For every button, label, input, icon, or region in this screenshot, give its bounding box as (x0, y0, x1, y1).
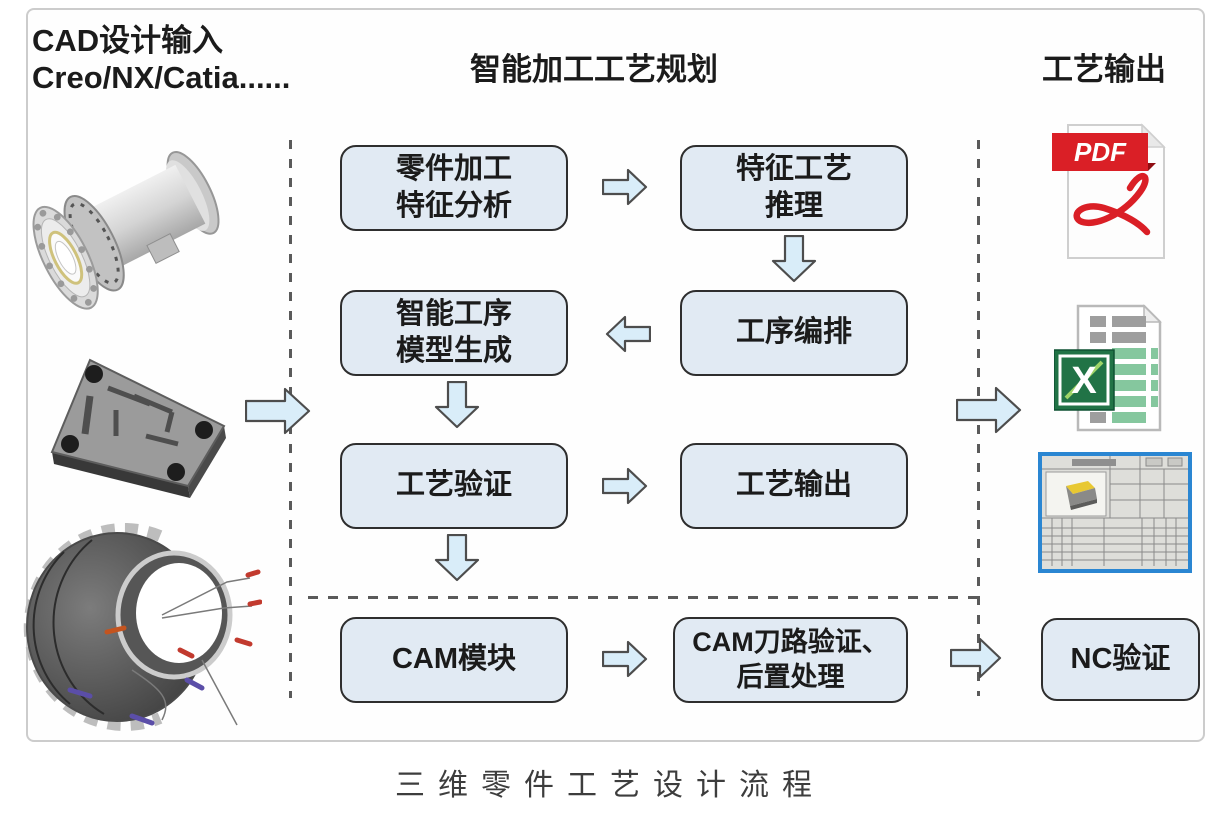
process-card-content (1042, 456, 1188, 569)
pdf-document-icon: PDF (1052, 123, 1166, 259)
planning-to-output-arrow-icon (956, 386, 1022, 434)
arrow-down-icon (434, 534, 480, 582)
process-card-sheet-icon (1038, 452, 1192, 573)
flow-box-process-model-generation: 智能工序 模型生成 (340, 290, 568, 376)
flow-box-feature-process-reasoning: 特征工艺 推理 (680, 145, 908, 231)
cad-model-flanged-shaft (32, 151, 220, 310)
arrow-down-icon (771, 235, 817, 283)
flow-box-cam-module: CAM模块 (340, 617, 568, 703)
cam-to-nc-arrow-icon (950, 637, 1002, 679)
cad-to-planning-arrow-icon (245, 387, 311, 435)
flow-box-nc-verification: NC验证 (1041, 618, 1200, 701)
cad-input-title-line2: Creo/NX/Catia...... (32, 60, 291, 95)
flow-box-cam-toolpath-post: CAM刀路验证、 后置处理 (673, 617, 908, 703)
cad-input-title: CAD设计输入 Creo/NX/Catia...... (32, 22, 290, 96)
planning-title: 智能加工工艺规划 (470, 52, 718, 87)
cad-model-engine-casing (23, 523, 262, 731)
pdf-badge-label: PDF (1074, 137, 1127, 167)
diagram-caption: 三维零件工艺设计流程 (395, 769, 825, 802)
excel-logo-letter: X (1071, 360, 1097, 402)
excel-spreadsheet-icon: X (1054, 304, 1162, 432)
cad-model-plate-block (50, 358, 226, 498)
cam-section-dashed-divider (308, 596, 977, 599)
cad-input-title-line1: CAD设计输入 (32, 23, 224, 58)
flow-box-feature-analysis: 零件加工 特征分析 (340, 145, 568, 231)
arrow-left-icon (605, 315, 651, 353)
arrow-right-icon (602, 168, 648, 206)
flow-box-process-verification: 工艺验证 (340, 443, 568, 529)
flow-box-operation-sequencing: 工序编排 (680, 290, 908, 376)
output-title: 工艺输出 (1042, 52, 1166, 87)
arrow-down-icon (434, 381, 480, 429)
arrow-right-icon (602, 640, 648, 678)
flow-box-process-output: 工艺输出 (680, 443, 908, 529)
arrow-right-icon (602, 467, 648, 505)
